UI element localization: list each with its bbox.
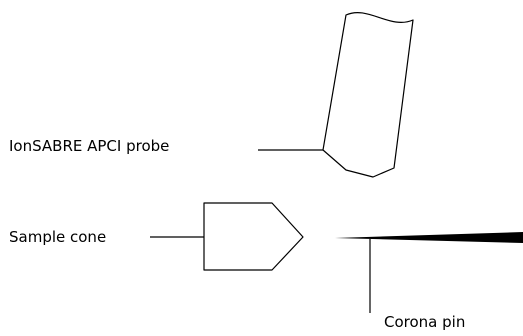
apci-probe bbox=[322, 12, 414, 178]
sample-cone bbox=[203, 202, 304, 271]
probe-label: IonSABRE APCI probe bbox=[9, 137, 170, 155]
sample-cone-label: Sample cone bbox=[9, 228, 107, 246]
corona-pin bbox=[335, 232, 523, 243]
corona-pin-label: Corona pin bbox=[384, 313, 466, 331]
